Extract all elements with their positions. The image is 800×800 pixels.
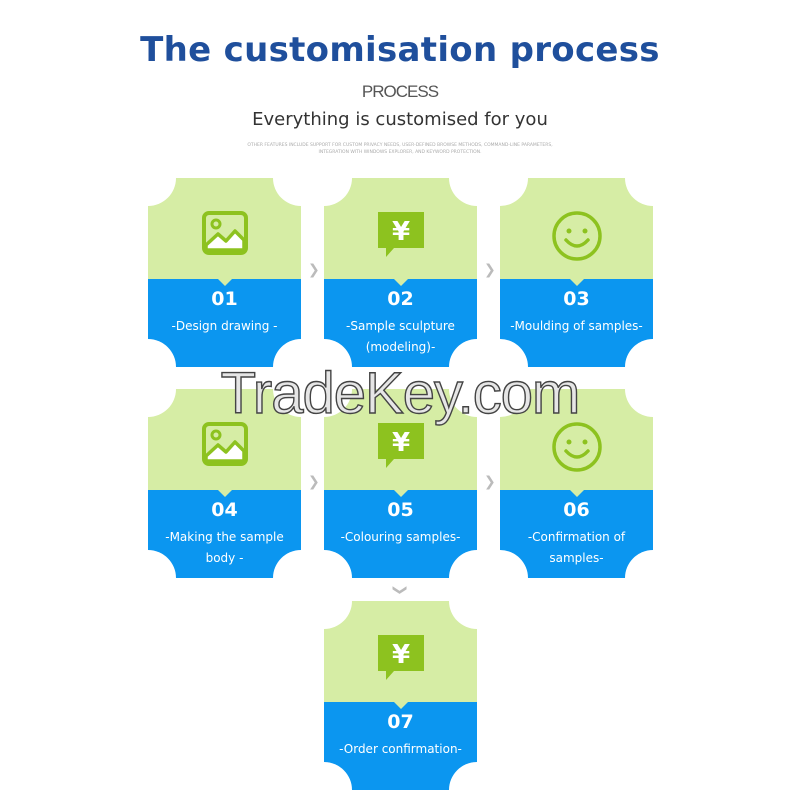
smiley-icon [551, 421, 603, 477]
pointer [569, 489, 585, 497]
svg-text:¥: ¥ [391, 217, 409, 247]
chevron-right-icon: ❯ [308, 474, 320, 490]
pointer [217, 489, 233, 497]
step-card: 03 -Moulding of samples- [500, 178, 653, 367]
pointer [393, 701, 409, 709]
card-bottom [148, 279, 301, 367]
step-number: 01 [211, 288, 238, 310]
card-bottom [324, 279, 477, 367]
chevron-right-icon: ❯ [484, 474, 496, 490]
fine-print: OTHER FEATURES INCLUDE SUPPORT FOR CUSTO… [247, 143, 553, 155]
yen-chat-icon: ¥ [376, 421, 426, 475]
step-number: 06 [563, 499, 590, 521]
step-card: ¥ 02 -Sample sculpture (modeling)- [324, 178, 477, 367]
svg-text:¥: ¥ [391, 640, 409, 670]
step-number: 05 [387, 499, 414, 521]
step-label: -Design drawing - [171, 319, 278, 333]
step-card: 01 -Design drawing - [148, 178, 301, 367]
card-bottom [324, 490, 477, 578]
process-label: PROCESS [361, 82, 439, 101]
pointer [569, 278, 585, 286]
step-card: ¥ 07 -Order confirmation- [324, 601, 477, 790]
step-label: -Making the sample body - [165, 530, 284, 565]
yen-chat-icon: ¥ [376, 633, 426, 687]
page-title: The customisation process [140, 30, 660, 70]
step-number: 04 [211, 499, 238, 521]
step-label: -Order confirmation- [339, 742, 462, 756]
step-card: 04 -Making the sample body - [148, 389, 301, 578]
yen-chat-icon: ¥ [376, 210, 426, 264]
chevron-down-icon: ❯ [391, 584, 408, 596]
pointer [393, 278, 409, 286]
card-bottom [148, 490, 301, 578]
step-label: -Sample sculpture (modeling)- [346, 319, 455, 354]
step-label: -Confirmation of samples- [527, 530, 626, 565]
step-label: -Moulding of samples- [510, 319, 643, 333]
subtitle: Everything is customised for you [252, 109, 548, 130]
smiley-icon [551, 210, 603, 266]
step-card: ¥ 05 -Colouring samples- [324, 389, 477, 578]
card-bottom [324, 702, 477, 790]
image-icon [201, 421, 249, 471]
chevron-right-icon: ❯ [484, 262, 496, 278]
pointer [217, 278, 233, 286]
card-top [148, 178, 301, 279]
watermark: TradeKey.com [220, 360, 581, 426]
card-top [500, 178, 653, 279]
card-top [148, 389, 301, 490]
svg-text:¥: ¥ [391, 428, 409, 458]
card-bottom [500, 490, 653, 578]
chevron-right-icon: ❯ [308, 262, 320, 278]
pointer [393, 489, 409, 497]
step-label: -Colouring samples- [340, 530, 461, 544]
step-card: 06 -Confirmation of samples- [500, 389, 653, 578]
image-icon [201, 210, 249, 260]
step-number: 02 [387, 288, 414, 310]
step-number: 07 [387, 711, 414, 733]
card-top [500, 389, 653, 490]
step-number: 03 [563, 288, 590, 310]
card-bottom [500, 279, 653, 367]
